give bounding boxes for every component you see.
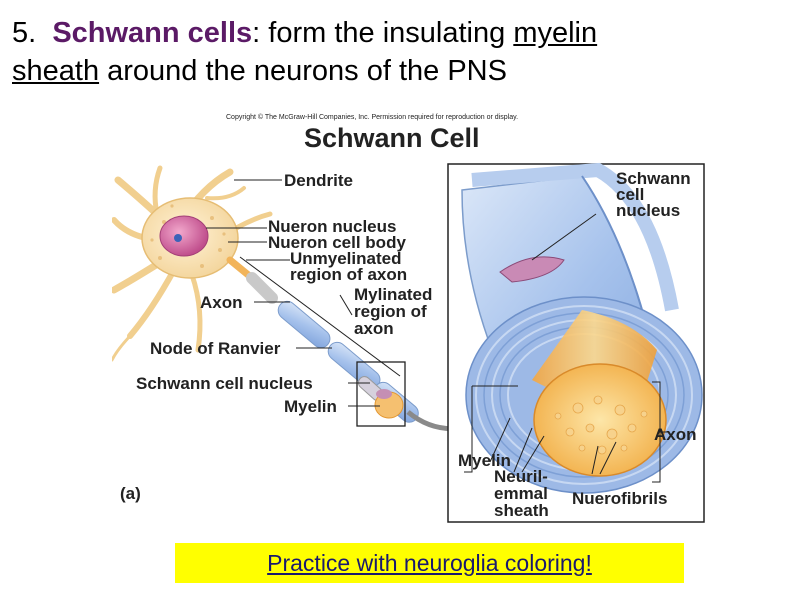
heading-underlined-myelin: myelin	[513, 17, 598, 49]
figure-title: Schwann Cell	[304, 123, 480, 153]
label-unmyelinated-1: Unmyelinated	[290, 249, 401, 268]
label-neurilemma-3: sheath	[494, 501, 549, 520]
copyright-text: Copyright © The McGraw-Hill Companies, I…	[226, 113, 518, 121]
right-labels: Schwann cell nucleus Axon Myelin Neuril-…	[458, 169, 697, 520]
label-neurofibrils: Nuerofibrils	[572, 489, 667, 508]
heading-number: 5.	[12, 17, 37, 49]
axon-cross-section	[533, 363, 667, 477]
label-node-of-ranvier: Node of Ranvier	[150, 339, 281, 358]
neuron-granules	[150, 204, 226, 268]
heading-text-2: around the neurons of the PNS	[99, 55, 507, 87]
label-neuron-nucleus: Nueron nucleus	[268, 217, 396, 236]
left-leader-lines	[206, 179, 401, 407]
left-labels: Dendrite Nueron nucleus Nueron cell body…	[136, 171, 432, 416]
label-schwann-cell-nucleus-left: Schwann cell nucleus	[136, 374, 313, 393]
practice-link[interactable]: Practice with neuroglia coloring!	[267, 549, 592, 576]
heading-text-1: form the insulating	[260, 17, 514, 49]
label-schwann-3: nucleus	[616, 201, 680, 220]
label-myelinated-3: axon	[354, 319, 394, 338]
label-schwann-2: cell	[616, 185, 644, 204]
label-neurilemma-1: Neuril-	[494, 467, 548, 486]
label-schwann-1: Schwann	[616, 169, 691, 188]
schwann-cell-figure: Copyright © The McGraw-Hill Companies, I…	[110, 110, 706, 532]
label-dendrite: Dendrite	[284, 171, 353, 190]
label-neurilemma-2: emmal	[494, 484, 548, 503]
neuron-nucleus	[159, 215, 209, 257]
slide-heading: 5. Schwann cells: form the insulating my…	[12, 14, 792, 90]
label-myelin-left: Myelin	[284, 397, 337, 416]
label-neuron-cell-body: Nueron cell body	[268, 233, 406, 252]
label-axon-right: Axon	[654, 425, 697, 444]
nucleolus	[174, 234, 182, 242]
heading-colon: :	[252, 17, 261, 49]
schwann-cell-diagram: Copyright © The McGraw-Hill Companies, I…	[110, 113, 705, 523]
label-axon-left: Axon	[200, 293, 243, 312]
right-leader-lines	[464, 213, 668, 483]
label-myelinated-2: region of	[354, 302, 427, 321]
panel-label: (a)	[120, 484, 141, 503]
heading-term: Schwann cells	[52, 17, 253, 49]
practice-banner: Practice with neuroglia coloring!	[175, 543, 684, 583]
heading-underlined-sheath: sheath	[12, 55, 100, 87]
label-myelin-right: Myelin	[458, 451, 511, 470]
label-myelinated-1: Mylinated	[354, 285, 432, 304]
label-unmyelinated-2: region of axon	[290, 265, 407, 284]
small-schwann-nucleus	[376, 389, 392, 399]
schwann-cell-nucleus-enlarged	[499, 256, 565, 283]
